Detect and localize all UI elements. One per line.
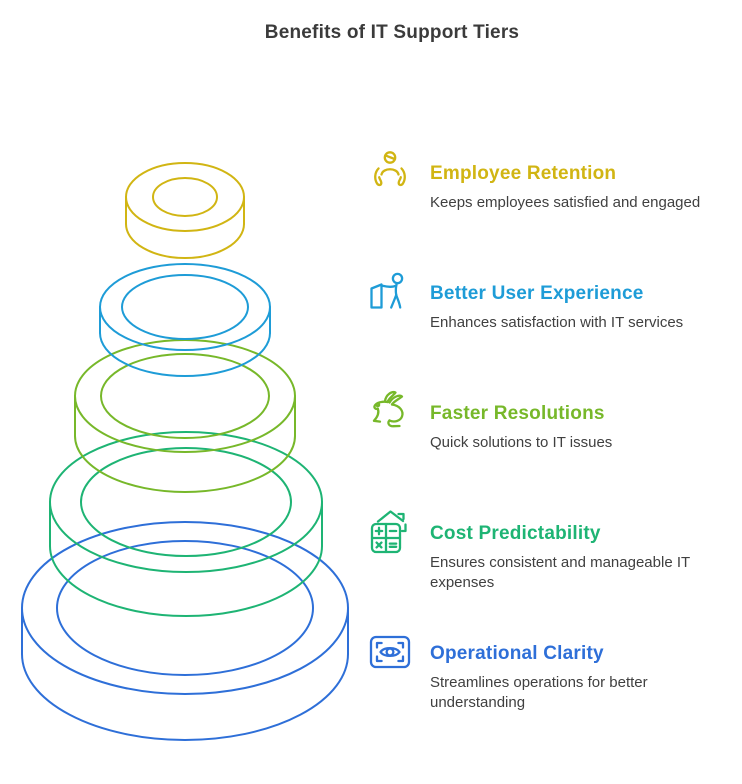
eye-frame-icon (369, 635, 411, 669)
benefit-item: Operational Clarity Streamlines operatio… (366, 628, 742, 748)
benefit-item: Faster Resolutions Quick solutions to IT… (366, 388, 742, 508)
benefit-title: Operational Clarity (430, 643, 604, 664)
user-kiosk-icon (370, 272, 404, 309)
benefit-title: Employee Retention (430, 163, 617, 184)
benefit-description: Keeps employees satisfied and engaged (430, 194, 701, 211)
benefit-description: Enhances satisfaction with IT services (430, 314, 684, 331)
benefit-description: Ensures consistent and manageable IT exp… (430, 554, 690, 591)
benefit-item: Better User Experience Enhances satisfac… (366, 268, 742, 388)
tier-5-ring (21, 521, 349, 741)
tier-4-ring (49, 431, 323, 617)
benefit-title: Better User Experience (430, 283, 644, 304)
benefit-description: Quick solutions to IT issues (430, 434, 613, 451)
employee-care-icon (374, 151, 406, 187)
rabbit-icon (372, 390, 404, 428)
benefit-title: Cost Predictability (430, 523, 601, 544)
benefit-item: Employee Retention Keeps employees satis… (366, 148, 742, 268)
calculator-house-icon (370, 510, 407, 554)
tier-1-ring (125, 162, 245, 259)
page-title: Benefits of IT Support Tiers (264, 22, 520, 43)
benefit-description: Streamlines operations for better unders… (430, 674, 648, 711)
benefits-list: Employee Retention Keeps employees satis… (366, 148, 742, 748)
tier-2-ring (99, 263, 271, 377)
tier-pyramid (21, 162, 349, 741)
benefit-title: Faster Resolutions (430, 403, 605, 424)
benefit-item: Cost Predictability Ensures consistent a… (366, 508, 742, 628)
tier-3-ring (74, 339, 296, 493)
